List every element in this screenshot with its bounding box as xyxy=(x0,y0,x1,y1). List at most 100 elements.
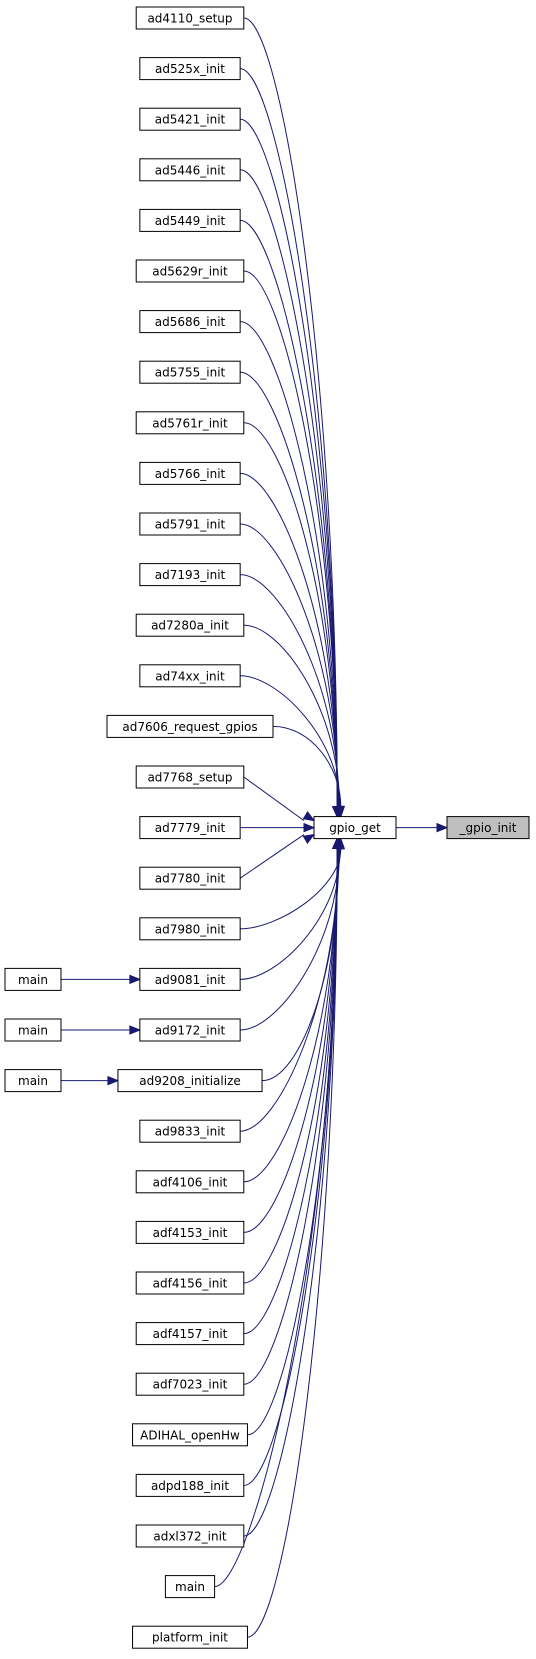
node-adf4153-init-label: adf4153_init xyxy=(153,1226,228,1240)
node-ad7768-setup-label: ad7768_setup xyxy=(147,771,232,785)
nodes-layer: ad4110_setup ad525x_init ad5421_init ad5446… xyxy=(4,6,530,1649)
edge-platform-init-to-gpio-get xyxy=(247,848,338,1638)
node-ad5421-init-label: ad5421_init xyxy=(155,113,226,127)
node-ad5755-init-label: ad5755_init xyxy=(155,366,226,380)
node-ad7779-init[interactable]: ad7779_init xyxy=(139,816,241,840)
node-main-caller-of-ad9081-init-label: main xyxy=(18,973,48,987)
node-ad9208-initialize[interactable]: ad9208_initialize xyxy=(117,1069,263,1093)
edge-adf4156-init-to-gpio-get xyxy=(243,848,338,1284)
node-ad7768-setup[interactable]: ad7768_setup xyxy=(135,765,245,789)
edge-adxl372-init-to-gpio-get xyxy=(243,848,338,1537)
node-ad5449-init[interactable]: ad5449_init xyxy=(139,208,241,232)
node-main-caller-of-ad9172-init[interactable]: main xyxy=(4,1018,62,1042)
node-gpio-get[interactable]: gpio_get xyxy=(313,816,397,840)
node-main[interactable]: main xyxy=(164,1575,216,1599)
node-ad5446-init-box xyxy=(139,158,241,182)
node-ad7980-init-label: ad7980_init xyxy=(155,922,226,936)
node-main-label: main xyxy=(175,1580,205,1594)
node-ad5449-init-box xyxy=(139,208,241,232)
edge-ad5791-init-to-gpio-get xyxy=(240,523,339,807)
node-ad5766-init[interactable]: ad5766_init xyxy=(139,461,241,485)
node-main-caller-of-ad9081-init[interactable]: main xyxy=(4,967,62,991)
node-ad5766-init-label: ad5766_init xyxy=(155,467,226,481)
node-ad9208-initialize-box xyxy=(117,1069,263,1093)
edges-layer xyxy=(61,17,449,1638)
node-ad9833-init[interactable]: ad9833_init xyxy=(139,1119,241,1143)
node-ad7980-init[interactable]: ad7980_init xyxy=(139,917,241,941)
edge-ad7980-init-to-gpio-get xyxy=(240,848,342,930)
node-ad5755-init[interactable]: ad5755_init xyxy=(139,360,241,384)
node-ad5761r-init-label: ad5761r_init xyxy=(152,416,228,430)
edge-adf4157-init-to-gpio-get xyxy=(243,848,338,1335)
edge-main-to-gpio-get xyxy=(214,848,338,1588)
node-ad7606-request-gpios-label: ad7606_request_gpios xyxy=(122,720,257,734)
node-ad525x-init-box xyxy=(139,57,241,81)
node-adf4156-init-label: adf4156_init xyxy=(153,1277,228,1291)
node-ad9208-initialize-label: ad9208_initialize xyxy=(139,1074,241,1088)
node-adf7023-init-box xyxy=(135,1372,245,1396)
node-platform-init[interactable]: platform_init xyxy=(132,1625,248,1649)
node-ad5629r-init[interactable]: ad5629r_init xyxy=(135,259,245,283)
node-adihal-openhw-label: ADIHAL_openHw xyxy=(140,1428,240,1442)
node-ad5446-init[interactable]: ad5446_init xyxy=(139,158,241,182)
edge-ad9208-initialize-to-gpio-get xyxy=(262,848,340,1082)
edge-ad5629r-init-to-gpio-get xyxy=(243,270,338,807)
node-ad7193-init[interactable]: ad7193_init xyxy=(139,563,241,587)
node-ad5421-init[interactable]: ad5421_init xyxy=(139,107,241,131)
node-ad5449-init-label: ad5449_init xyxy=(155,214,226,228)
node-ad9172-init[interactable]: ad9172_init xyxy=(139,1018,241,1042)
node-adf4153-init[interactable]: adf4153_init xyxy=(135,1220,245,1244)
node-ad74xx-init-box xyxy=(139,664,241,688)
edge-ad74xx-init-to-gpio-get xyxy=(240,675,341,807)
node-adf7023-init[interactable]: adf7023_init xyxy=(135,1372,245,1396)
node-ad7780-init[interactable]: ad7780_init xyxy=(139,866,241,890)
node-ad7193-init-label: ad7193_init xyxy=(155,568,226,582)
node-ad9081-init-box xyxy=(139,967,241,991)
node-adf4156-init[interactable]: adf4156_init xyxy=(135,1271,245,1295)
node-ad7780-init-box xyxy=(139,866,241,890)
edge-ad525x-init-to-gpio-get xyxy=(240,68,338,807)
node-gpio-init[interactable]: _gpio_init xyxy=(446,816,530,840)
node-ad5446-init-label: ad5446_init xyxy=(155,163,226,177)
arrowhead-ad7779-init xyxy=(303,822,316,833)
node-ad4110-setup[interactable]: ad4110_setup xyxy=(135,6,245,30)
arrowhead-platform-init xyxy=(332,837,342,850)
edge-adf7023-init-to-gpio-get xyxy=(243,848,338,1385)
edge-ad5446-init-to-gpio-get xyxy=(240,169,338,807)
node-adf4106-init[interactable]: adf4106_init xyxy=(135,1170,245,1194)
node-adihal-openhw[interactable]: ADIHAL_openHw xyxy=(132,1423,248,1447)
node-ad525x-init[interactable]: ad525x_init xyxy=(139,57,241,81)
node-ad5761r-init[interactable]: ad5761r_init xyxy=(135,411,245,435)
node-main-caller-of-ad9208-initialize[interactable]: main xyxy=(4,1069,62,1093)
node-adf4156-init-box xyxy=(135,1271,245,1295)
node-ad7280a-init[interactable]: ad7280a_init xyxy=(135,613,245,637)
node-ad9833-init-box xyxy=(139,1119,241,1143)
node-ad5766-init-box xyxy=(139,461,241,485)
node-ad9081-init-label: ad9081_init xyxy=(155,973,226,987)
node-ad9172-init-label: ad9172_init xyxy=(155,1024,226,1038)
node-adxl372-init[interactable]: adxl372_init xyxy=(135,1524,245,1548)
edge-ad5421-init-to-gpio-get xyxy=(240,118,338,807)
edge-ad5761r-init-to-gpio-get xyxy=(243,422,338,807)
node-ad5791-init-label: ad5791_init xyxy=(155,518,226,532)
node-adpd188-init[interactable]: adpd188_init xyxy=(135,1473,245,1497)
node-main-caller-of-ad9081-init-box xyxy=(4,967,62,991)
node-adpd188-init-label: adpd188_init xyxy=(151,1479,229,1493)
node-adf4157-init[interactable]: adf4157_init xyxy=(135,1322,245,1346)
node-ad5791-init-box xyxy=(139,512,241,536)
node-ad9081-init[interactable]: ad9081_init xyxy=(139,967,241,991)
node-ad5686-init[interactable]: ad5686_init xyxy=(139,310,241,334)
node-ad74xx-init[interactable]: ad74xx_init xyxy=(139,664,241,688)
node-ad5791-init[interactable]: ad5791_init xyxy=(139,512,241,536)
node-main-caller-of-ad9208-initialize-label: main xyxy=(18,1074,48,1088)
node-ad7779-init-label: ad7779_init xyxy=(155,821,226,835)
node-gpio-init-label: _gpio_init xyxy=(459,821,517,835)
edge-ad5755-init-to-gpio-get xyxy=(240,371,338,807)
node-ad7780-init-label: ad7780_init xyxy=(155,872,226,886)
edge-ad5766-init-to-gpio-get xyxy=(240,472,339,807)
node-ad5629r-init-label: ad5629r_init xyxy=(152,265,228,279)
node-ad7768-setup-box xyxy=(135,765,245,789)
node-ad7606-request-gpios[interactable]: ad7606_request_gpios xyxy=(106,714,274,738)
node-ad5421-init-box xyxy=(139,107,241,131)
edge-ad9172-init-to-gpio-get xyxy=(240,848,341,1031)
